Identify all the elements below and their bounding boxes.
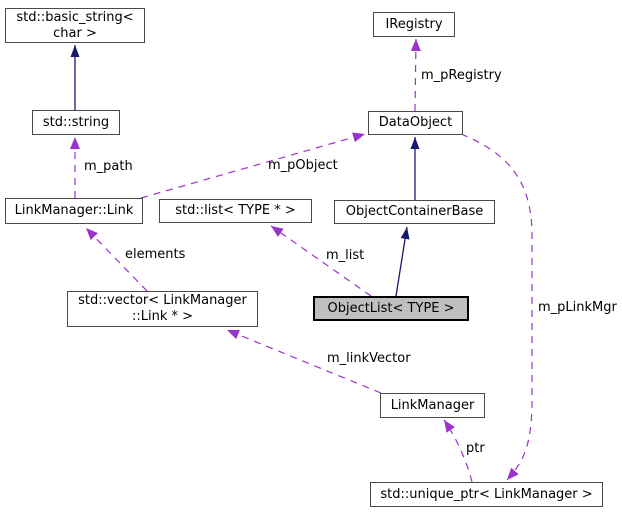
node-linkmanager-link[interactable]: LinkManager::Link xyxy=(5,198,143,224)
node-std-unique-ptr[interactable]: std::unique_ptr< LinkManager > xyxy=(370,482,603,507)
node-iregistry[interactable]: IRegistry xyxy=(373,12,455,37)
edge-usage-m-plinkmgr xyxy=(460,133,533,481)
edge-label-m-list: m_list xyxy=(326,248,365,263)
edge-label-m-pregistry: m_pRegistry xyxy=(421,68,502,83)
edge-label-m-plinkmgr: m_pLinkMgr xyxy=(538,300,617,315)
edge-inherit-objectlist-ocb xyxy=(395,226,410,297)
node-dataobject[interactable]: DataObject xyxy=(368,111,463,135)
node-objectlist-focus: ObjectList< TYPE > xyxy=(313,296,469,321)
node-std-list[interactable]: std::list< TYPE * > xyxy=(159,199,312,223)
edge-label-m-linkvector: m_linkVector xyxy=(327,351,411,366)
node-std-basic-string[interactable]: std::basic_string< char > xyxy=(5,8,145,43)
node-std-string[interactable]: std::string xyxy=(32,110,120,135)
edge-label-m-path: m_path xyxy=(84,159,133,174)
node-std-vector[interactable]: std::vector< LinkManager ::Link * > xyxy=(67,291,258,327)
edge-usage-m-pregistry xyxy=(410,38,421,112)
node-linkmanager[interactable]: LinkManager xyxy=(380,393,485,418)
edge-label-m-pobject: m_pObject xyxy=(268,158,338,173)
edge-label-ptr: ptr xyxy=(466,441,485,456)
edge-label-elements: elements xyxy=(125,247,186,262)
node-objectcontainerbase[interactable]: ObjectContainerBase xyxy=(334,200,495,224)
